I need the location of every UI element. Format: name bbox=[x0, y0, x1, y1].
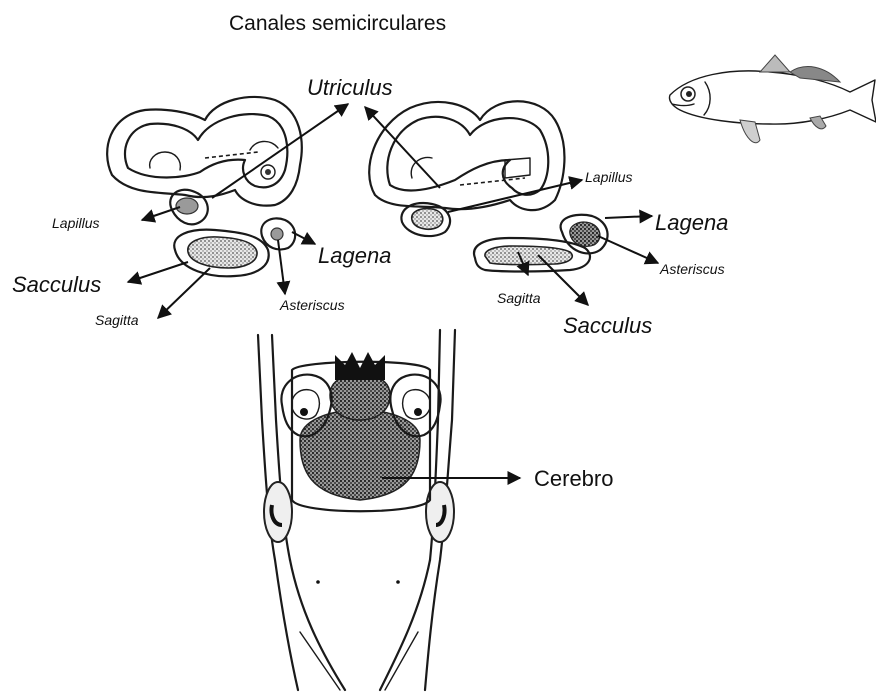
lapillus-otolith-left bbox=[176, 198, 198, 214]
label-sacculus-right: Sacculus bbox=[563, 313, 652, 338]
arrow-utriculus-right bbox=[365, 107, 440, 188]
asteriscus-otolith-right bbox=[570, 222, 600, 246]
label-asteriscus-right: Asteriscus bbox=[659, 261, 725, 277]
arrow-sagitta-left bbox=[158, 268, 210, 318]
sagitta-otolith-left bbox=[188, 237, 257, 268]
arrow-sacculus-left bbox=[128, 262, 188, 282]
diagram-title: Canales semicirculares bbox=[229, 12, 446, 35]
label-cerebro: Cerebro bbox=[534, 466, 613, 491]
arrow-utriculus-left bbox=[212, 104, 348, 198]
label-lagena-left: Lagena bbox=[318, 243, 391, 268]
label-sagitta-left: Sagitta bbox=[95, 312, 139, 328]
label-asteriscus-left: Asteriscus bbox=[279, 297, 345, 313]
fish-head-with-brain bbox=[258, 330, 455, 690]
arrow-lagena-right bbox=[605, 216, 652, 218]
right-inner-ear bbox=[369, 101, 607, 271]
sagitta-otolith-right bbox=[485, 246, 572, 265]
arrow-asteriscus-right bbox=[598, 236, 658, 263]
label-utriculus: Utriculus bbox=[307, 75, 393, 100]
label-lapillus-left: Lapillus bbox=[52, 215, 99, 231]
brain bbox=[300, 410, 420, 500]
label-lapillus-right: Lapillus bbox=[585, 169, 632, 185]
label-lagena-right: Lagena bbox=[655, 210, 728, 235]
label-sagitta-right: Sagitta bbox=[497, 290, 541, 306]
lapillus-otolith-right bbox=[412, 209, 443, 230]
fish-illustration bbox=[669, 55, 876, 143]
left-inner-ear bbox=[107, 97, 302, 276]
label-sacculus-left: Sacculus bbox=[12, 272, 101, 297]
asteriscus-otolith-left bbox=[271, 228, 283, 240]
